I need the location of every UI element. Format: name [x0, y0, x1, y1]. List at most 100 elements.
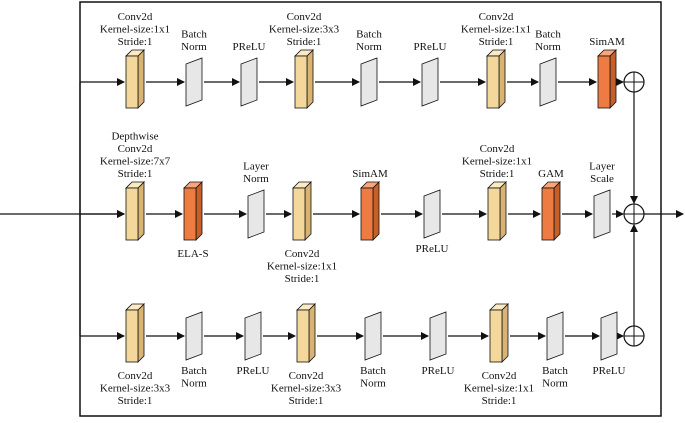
block-label-line: Batch — [356, 29, 382, 41]
block-label-line: PReLU — [233, 41, 266, 53]
block-label-line: Kernel-size:7x7 — [100, 156, 171, 168]
conv2d-block — [292, 181, 312, 241]
block-label-line: SimAM — [352, 168, 388, 180]
blocks-layer — [125, 49, 645, 363]
norm-block — [185, 57, 203, 107]
norm-block — [360, 57, 378, 107]
block-label: PReLU — [233, 41, 266, 53]
conv2d-block — [125, 49, 145, 109]
conv2d-block — [125, 181, 145, 241]
block-label-line: Kernel-size:3x3 — [271, 383, 342, 395]
block-label-line: PReLU — [237, 365, 270, 377]
block-label-line: Conv2d — [285, 248, 320, 260]
attention-block — [541, 181, 561, 241]
block-label-line: Conv2d — [118, 370, 153, 382]
block-label: PReLU — [593, 365, 626, 377]
block-label-line: Kernel-size:1x1 — [267, 261, 337, 273]
block-label-line: Kernel-size:1x1 — [462, 156, 532, 168]
norm-block — [240, 57, 258, 107]
block-label-line: Layer — [243, 161, 269, 173]
block-label-line: PReLU — [416, 243, 449, 255]
conv2d-block — [125, 303, 145, 363]
norm-block — [539, 57, 557, 107]
block-label-line: Conv2d — [118, 143, 153, 155]
block-label-line: Batch — [535, 29, 561, 41]
connections-layer — [0, 78, 684, 340]
block-label-line: Batch — [181, 365, 207, 377]
norm-block — [364, 311, 382, 361]
block-label-line: Norm — [356, 41, 382, 53]
block-label-line: Kernel-size:1x1 — [461, 24, 531, 36]
block-label: SimAM — [589, 36, 625, 48]
conv2d-block — [489, 303, 509, 363]
block-label-line: Stride:1 — [285, 273, 320, 285]
block-label-line: Stride:1 — [289, 395, 324, 407]
block-label-line: Depthwise — [111, 131, 158, 143]
block-label-line: Norm — [535, 41, 561, 53]
block-label-line: Batch — [360, 365, 386, 377]
block-label-line: ELA-S — [177, 248, 208, 260]
block-label-line: Kernel-size:3x3 — [100, 383, 171, 395]
attention-block — [183, 181, 203, 241]
block-label: PReLU — [414, 41, 447, 53]
block-label-line: Batch — [181, 29, 207, 41]
block-label: PReLU — [422, 365, 455, 377]
norm-block — [247, 189, 265, 239]
block-label-line: Stride:1 — [479, 36, 514, 48]
block-label-line: Layer — [589, 161, 615, 173]
conv2d-block — [486, 49, 506, 109]
block-label-line: Stride:1 — [118, 168, 153, 180]
block-label-line: Stride:1 — [480, 168, 515, 180]
block-label-line: Stride:1 — [118, 395, 153, 407]
block-label-line: Conv2d — [480, 143, 515, 155]
block-label-line: PReLU — [422, 365, 455, 377]
norm-block — [185, 311, 203, 361]
block-label-line: Norm — [181, 41, 207, 53]
block-label-line: Conv2d — [482, 370, 517, 382]
attention-block — [597, 49, 617, 109]
sum-node — [623, 203, 645, 225]
block-label-line: Conv2d — [118, 11, 153, 23]
conv2d-block — [487, 181, 507, 241]
block-label: GAM — [538, 168, 564, 180]
norm-block — [546, 311, 564, 361]
conv2d-block — [296, 303, 316, 363]
block-label: PReLU — [237, 365, 270, 377]
norm-block — [423, 189, 441, 239]
block-label-line: Conv2d — [479, 11, 514, 23]
block-label-line: SimAM — [589, 36, 625, 48]
block-label-line: Scale — [590, 173, 614, 185]
block-label-line: Kernel-size:3x3 — [269, 24, 340, 36]
attention-block — [360, 181, 380, 241]
block-label-line: Stride:1 — [118, 36, 153, 48]
block-label: ELA-S — [177, 248, 208, 260]
block-label: SimAM — [352, 168, 388, 180]
block-label-line: Stride:1 — [287, 36, 322, 48]
block-label-line: Stride:1 — [482, 395, 517, 407]
block-label-line: Kernel-size:1x1 — [464, 383, 534, 395]
conv2d-block — [294, 49, 314, 109]
block-label-line: Norm — [542, 378, 568, 390]
block-label-line: Norm — [243, 173, 269, 185]
norm-block — [593, 189, 611, 239]
block-label: PReLU — [416, 243, 449, 255]
block-label-line: PReLU — [414, 41, 447, 53]
norm-block — [600, 311, 618, 361]
sum-node — [623, 325, 645, 347]
